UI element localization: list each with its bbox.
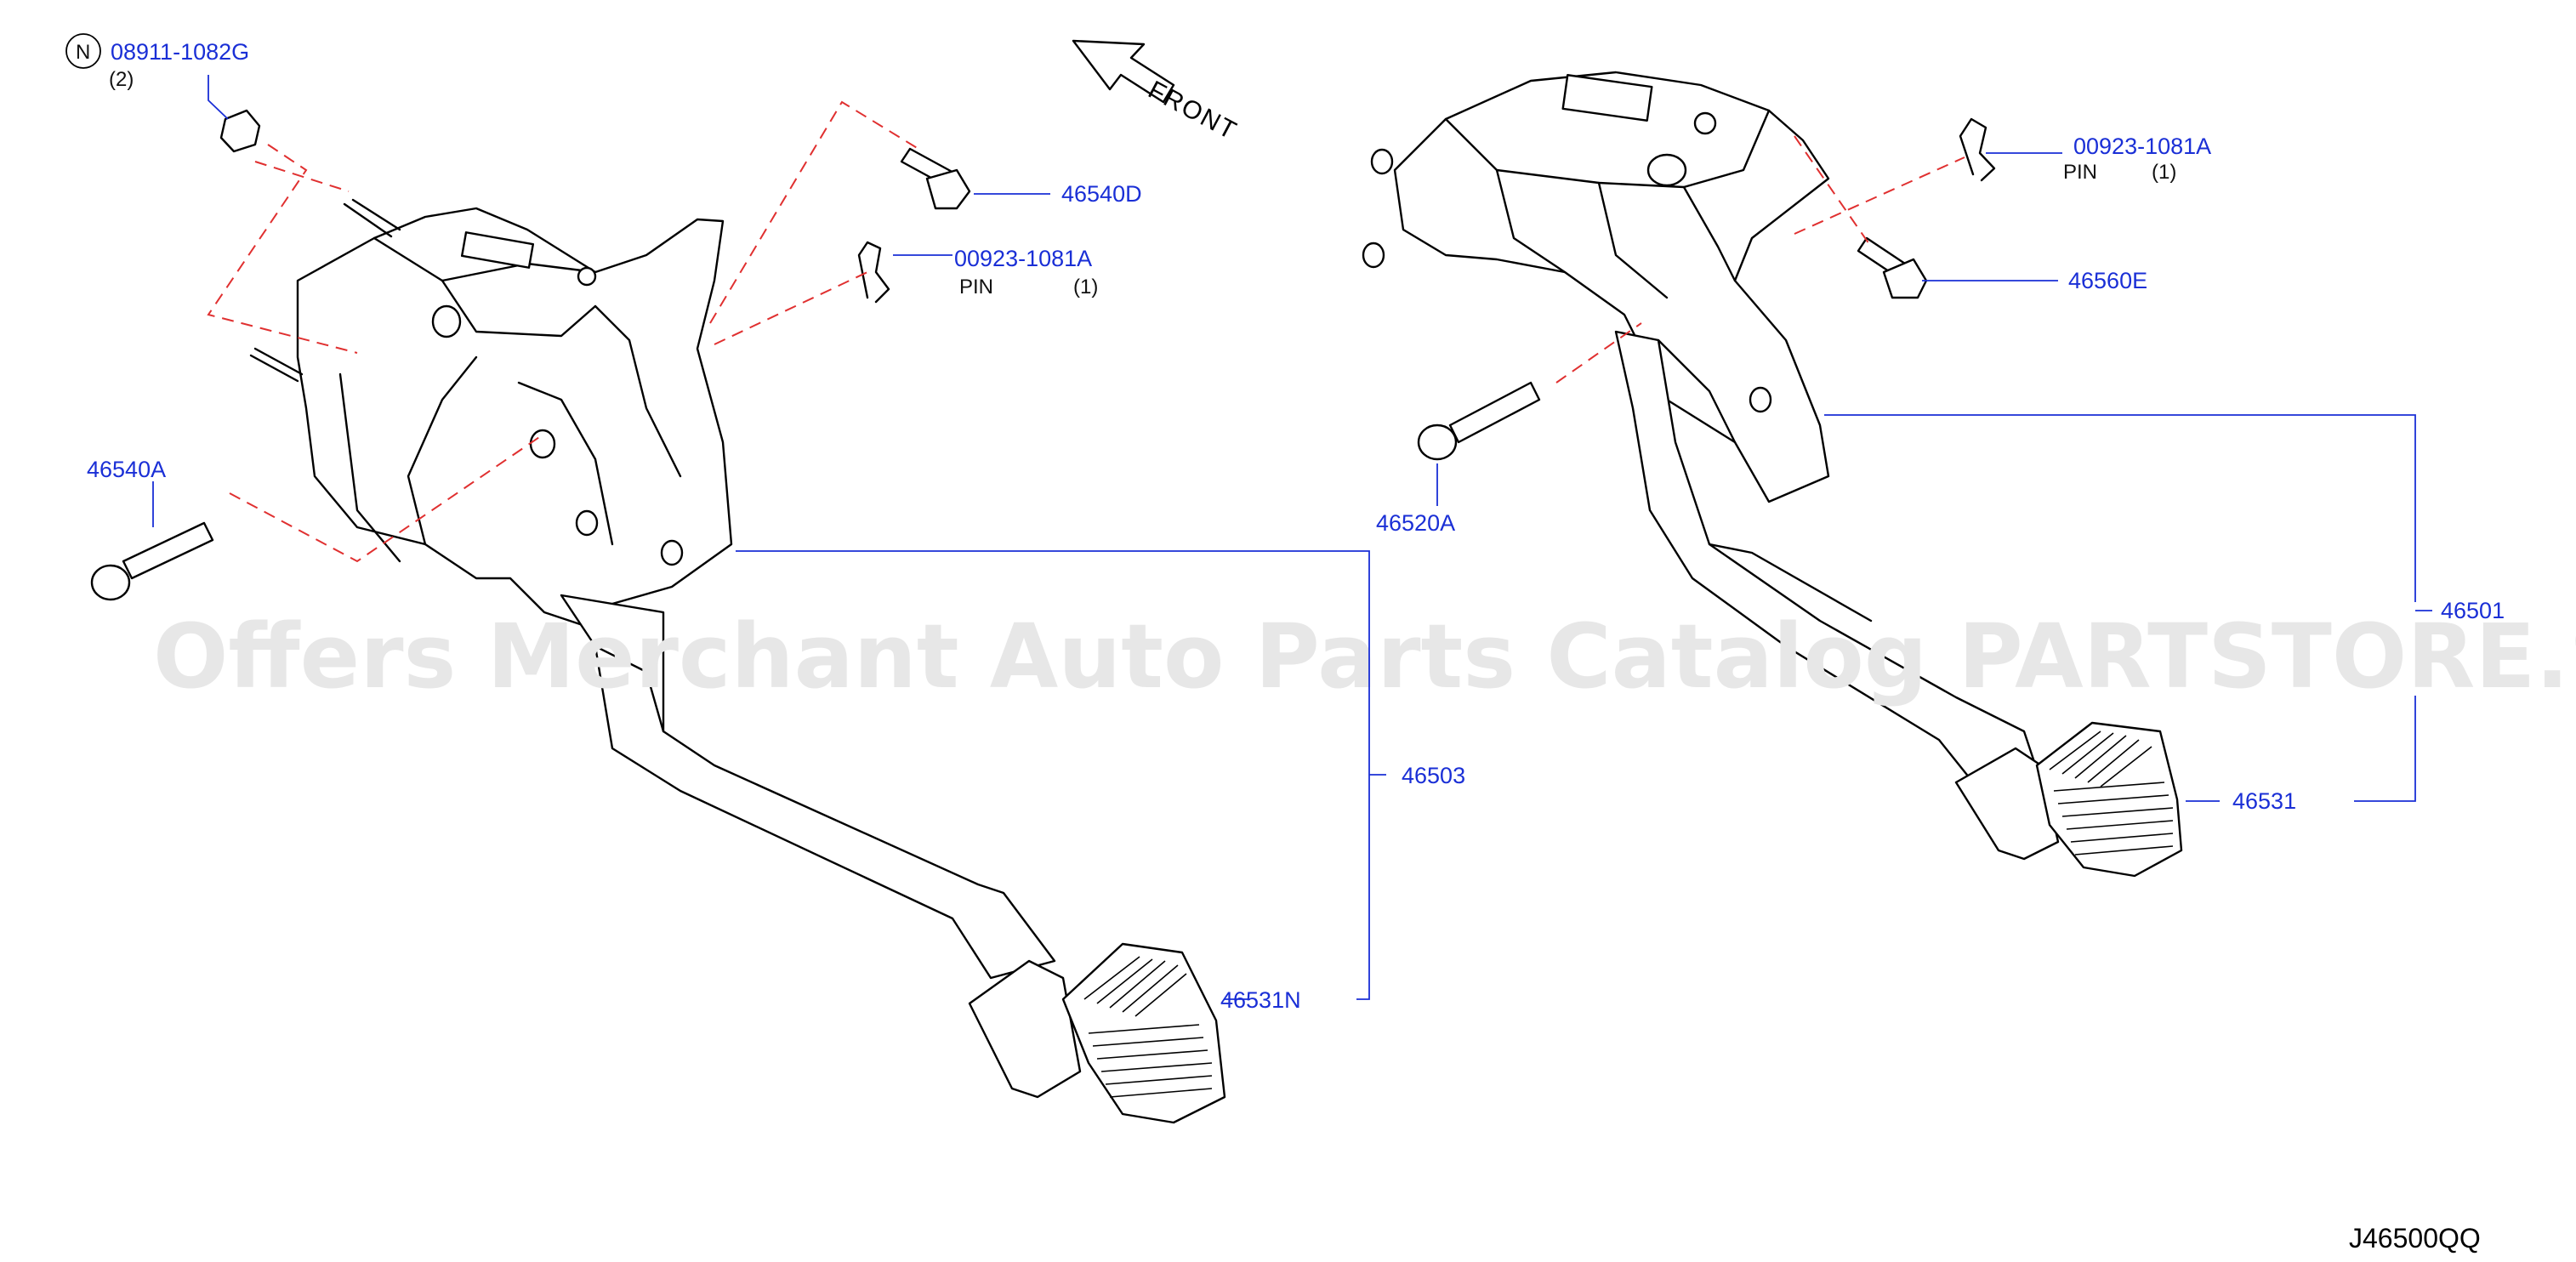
bolt-46540a-part-number[interactable]: 46540A: [87, 457, 166, 482]
nut-quantity: (2): [109, 68, 134, 91]
n-marker-text: N: [76, 41, 90, 64]
bolt-46560e-part-number[interactable]: 46560E: [2068, 268, 2147, 293]
callout-pin-right[interactable]: 00923-1081A PIN (1): [2063, 134, 2211, 184]
pin-left-quantity: (1): [1073, 276, 1098, 298]
pin-left-description: PIN: [959, 276, 993, 298]
clutch-pedal-part-number[interactable]: 46503: [1402, 763, 1465, 788]
front-label: FRONT: [1144, 76, 1243, 145]
bolt-icon: [1857, 236, 1928, 299]
diagram-code: J46500QQ: [2349, 1223, 2481, 1253]
pin-right-quantity: (1): [2152, 161, 2176, 184]
bolt-icon: [90, 521, 214, 601]
pin-right-description: PIN: [2063, 161, 2097, 184]
pad-left-part-number[interactable]: 46531N: [1220, 987, 1301, 1013]
watermark: Offers Merchant Auto Parts Catalog PARTS…: [153, 605, 2576, 708]
nut-part-number[interactable]: 08911-1082G: [111, 39, 249, 65]
pin-left-part-number[interactable]: 00923-1081A: [954, 246, 1092, 271]
clutch-pedal-assembly: [90, 100, 1226, 1124]
brake-pedal-assembly: [1362, 71, 2183, 878]
front-arrow-icon: [1072, 39, 1175, 104]
pad-right-part-number[interactable]: 46531: [2232, 788, 2296, 814]
nut-icon: [219, 109, 261, 153]
callout-pin-left[interactable]: 00923-1081A PIN (1): [954, 246, 1098, 298]
bolt-icon: [900, 147, 971, 210]
pin-clip-icon: [1959, 117, 1996, 182]
callout-nut[interactable]: N 08911-1082G (2): [65, 33, 249, 91]
leader-lines: [152, 75, 2432, 1000]
pin-clip-icon: [857, 241, 890, 304]
bolt-46540d-part-number[interactable]: 46540D: [1061, 181, 1142, 207]
bolt-46520a-part-number[interactable]: 46520A: [1376, 510, 1455, 536]
pin-right-part-number[interactable]: 00923-1081A: [2073, 134, 2211, 159]
bolt-icon: [1417, 381, 1541, 461]
brake-pedal-part-number[interactable]: 46501: [2441, 598, 2505, 623]
n-marker-icon: [65, 33, 101, 69]
